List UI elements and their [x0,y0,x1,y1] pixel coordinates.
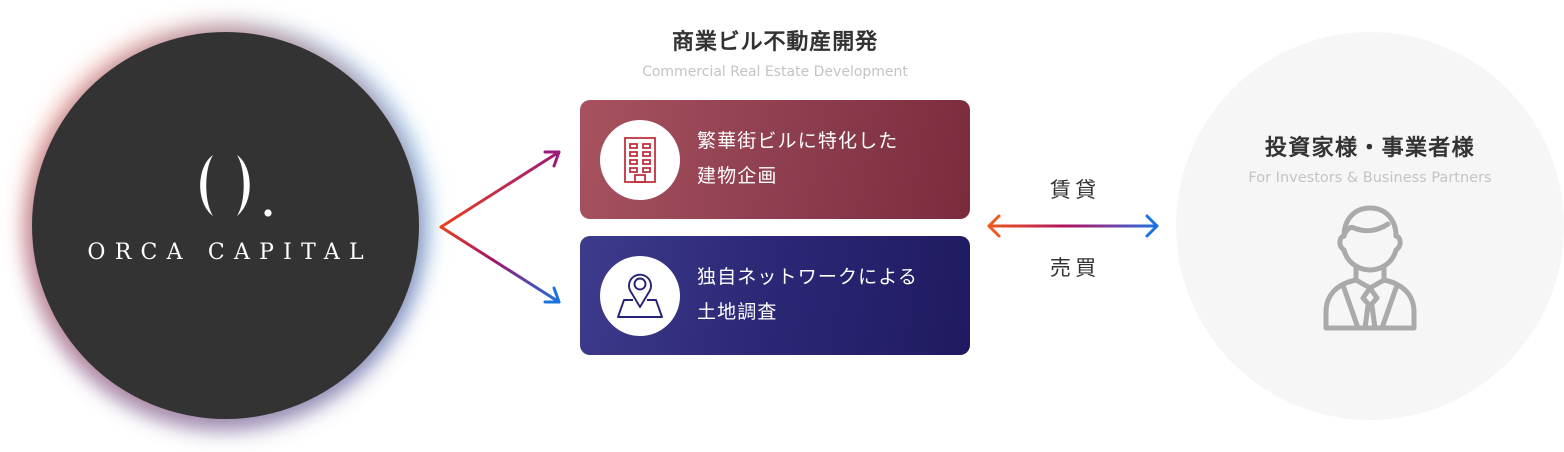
company-logo-circle: ORCA CAPITAL [32,32,419,419]
card-building-planning: 繁華街ビルに特化した 建物企画 [580,100,970,219]
partners-subtitle: For Investors & Business Partners [1248,170,1492,186]
partners-circle: 投資家様・事業者様 For Investors & Business Partn… [1176,32,1564,420]
card-icon-badge [600,256,680,336]
double-arrow-icon [987,214,1159,238]
partners-title: 投資家様・事業者様 [1265,136,1475,161]
section-subtitle: Commercial Real Estate Development [642,64,908,80]
card-land-survey: 独自ネットワークによる 土地調査 [580,236,970,355]
card-icon-badge [600,120,680,200]
section-title: 商業ビル不動産開発 [672,30,878,55]
branch-arrow-icon [439,150,561,304]
card-text-line1: 繁華街ビルに特化した [697,130,899,152]
card-text: 繁華街ビルに特化した 建物企画 [697,124,898,194]
businessman-icon [1323,205,1417,331]
rental-label: 賃貸 [1049,178,1101,202]
sale-label: 売買 [1049,256,1101,280]
card-text: 独自ネットワークによる 土地調査 [697,260,918,330]
building-icon [624,137,656,183]
map-pin-icon [617,273,663,318]
card-text-line2: 土地調査 [697,301,778,323]
card-text-line2: 建物企画 [697,165,778,187]
orca-logo-icon [200,155,272,217]
card-text-line1: 独自ネットワークによる [697,266,918,288]
company-name: ORCA CAPITAL [87,240,373,265]
